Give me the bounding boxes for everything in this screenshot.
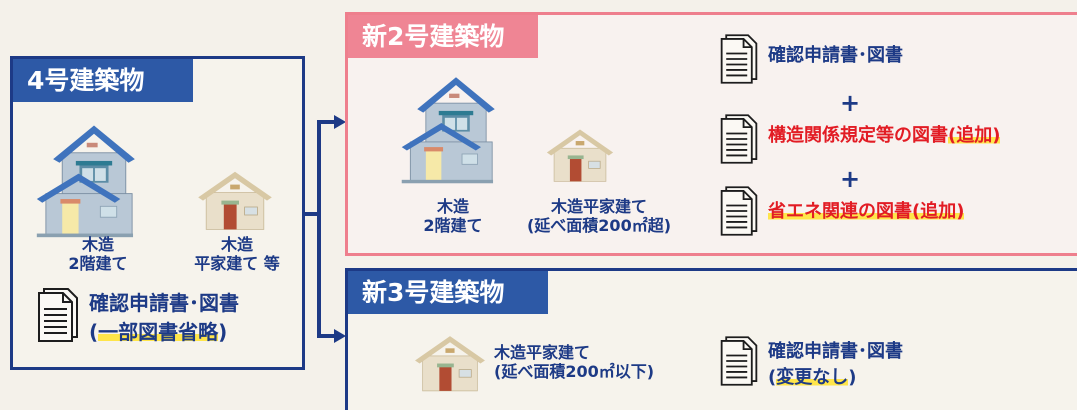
- doc-text-energy: 省エネ関連の図書(追加): [768, 199, 965, 225]
- doc-text-application: 確認申請書･図書: [768, 45, 903, 66]
- document-icon: [718, 335, 760, 387]
- panel-title-new2go: 新2号建築物: [348, 15, 538, 58]
- bracket-vertical: [317, 120, 321, 338]
- doc-line: (一部図書省略): [89, 318, 239, 347]
- document-icon: [718, 185, 760, 237]
- added-note: (追加): [948, 125, 1001, 146]
- label-line: 木造平家建て: [550, 197, 647, 216]
- house-label-two-story: 木造 2階建て: [43, 235, 153, 273]
- label-line: 木造: [220, 235, 253, 254]
- highlighted-note: 変更なし: [776, 367, 849, 389]
- panel-old-4go: 4号建築物 木造 2階建て 木造 平家建て 等 確認申請書･図書 (一部図書省略…: [10, 56, 305, 370]
- paren-close: ): [848, 367, 857, 389]
- doc-line: 確認申請書･図書: [89, 291, 239, 315]
- panel-title-new3go: 新3号建築物: [348, 271, 548, 314]
- plus-sign: +: [840, 165, 861, 193]
- arrow-head-bottom: [334, 329, 346, 343]
- highlighted-note: 一部図書省略: [98, 320, 219, 344]
- house-one-story-icon: [195, 167, 275, 231]
- label-line: 2階建て: [423, 216, 483, 236]
- house-label-one-story: 木造平家建て (延べ面積200㎡超): [506, 197, 692, 235]
- arrow-head-top: [334, 115, 346, 129]
- label-line: 平家建て 等: [194, 254, 280, 274]
- house-one-story-icon: [544, 125, 616, 183]
- label-line: 木造: [436, 197, 469, 216]
- doc-line: (変更なし): [768, 365, 903, 391]
- label-line: (延べ面積200㎡以下): [494, 362, 655, 382]
- doc-text-4go: 確認申請書･図書 (一部図書省略): [89, 289, 239, 347]
- bracket-bottom-arm: [317, 334, 335, 338]
- doc-line: 確認申請書･図書: [768, 341, 903, 362]
- label-line: 2階建て: [68, 254, 128, 274]
- house-one-story-icon: [412, 331, 488, 393]
- panel-new-2go: 新2号建築物 木造 2階建て 木造平家建て (延べ面積200㎡超) 確認申請書･…: [345, 12, 1077, 256]
- document-icon: [718, 113, 760, 165]
- house-label-one-story: 木造 平家建て 等: [173, 235, 301, 273]
- panel-new-3go: 新3号建築物 木造平家建て (延べ面積200㎡以下) 確認申請書･図書 (変更な…: [345, 268, 1077, 410]
- doc-main: 構造関係規定等の図書: [768, 125, 948, 146]
- document-icon: [35, 287, 81, 343]
- paren-open: (: [768, 367, 777, 389]
- paren-close: ): [218, 320, 228, 344]
- label-line: 木造: [81, 235, 114, 254]
- house-label-two-story: 木造 2階建て: [398, 197, 508, 235]
- label-line: 木造平家建て: [494, 343, 591, 362]
- plus-sign: +: [840, 89, 861, 117]
- document-icon: [718, 33, 760, 85]
- label-line: (延べ面積200㎡超): [526, 216, 672, 236]
- doc-text-3go: 確認申請書･図書 (変更なし): [768, 339, 903, 391]
- bracket-top-arm: [317, 120, 335, 124]
- panel-title-4go: 4号建築物: [13, 59, 193, 102]
- house-two-story-icon: [400, 73, 512, 185]
- added-note: (追加): [912, 201, 965, 222]
- bracket-stem: [305, 212, 319, 216]
- doc-main: 省エネ関連の図書: [768, 201, 912, 222]
- house-label-one-story: 木造平家建て (延べ面積200㎡以下): [494, 343, 654, 381]
- doc-text-structural: 構造関係規定等の図書(追加): [768, 123, 1001, 149]
- house-two-story-icon: [35, 121, 153, 239]
- paren-open: (: [89, 320, 99, 344]
